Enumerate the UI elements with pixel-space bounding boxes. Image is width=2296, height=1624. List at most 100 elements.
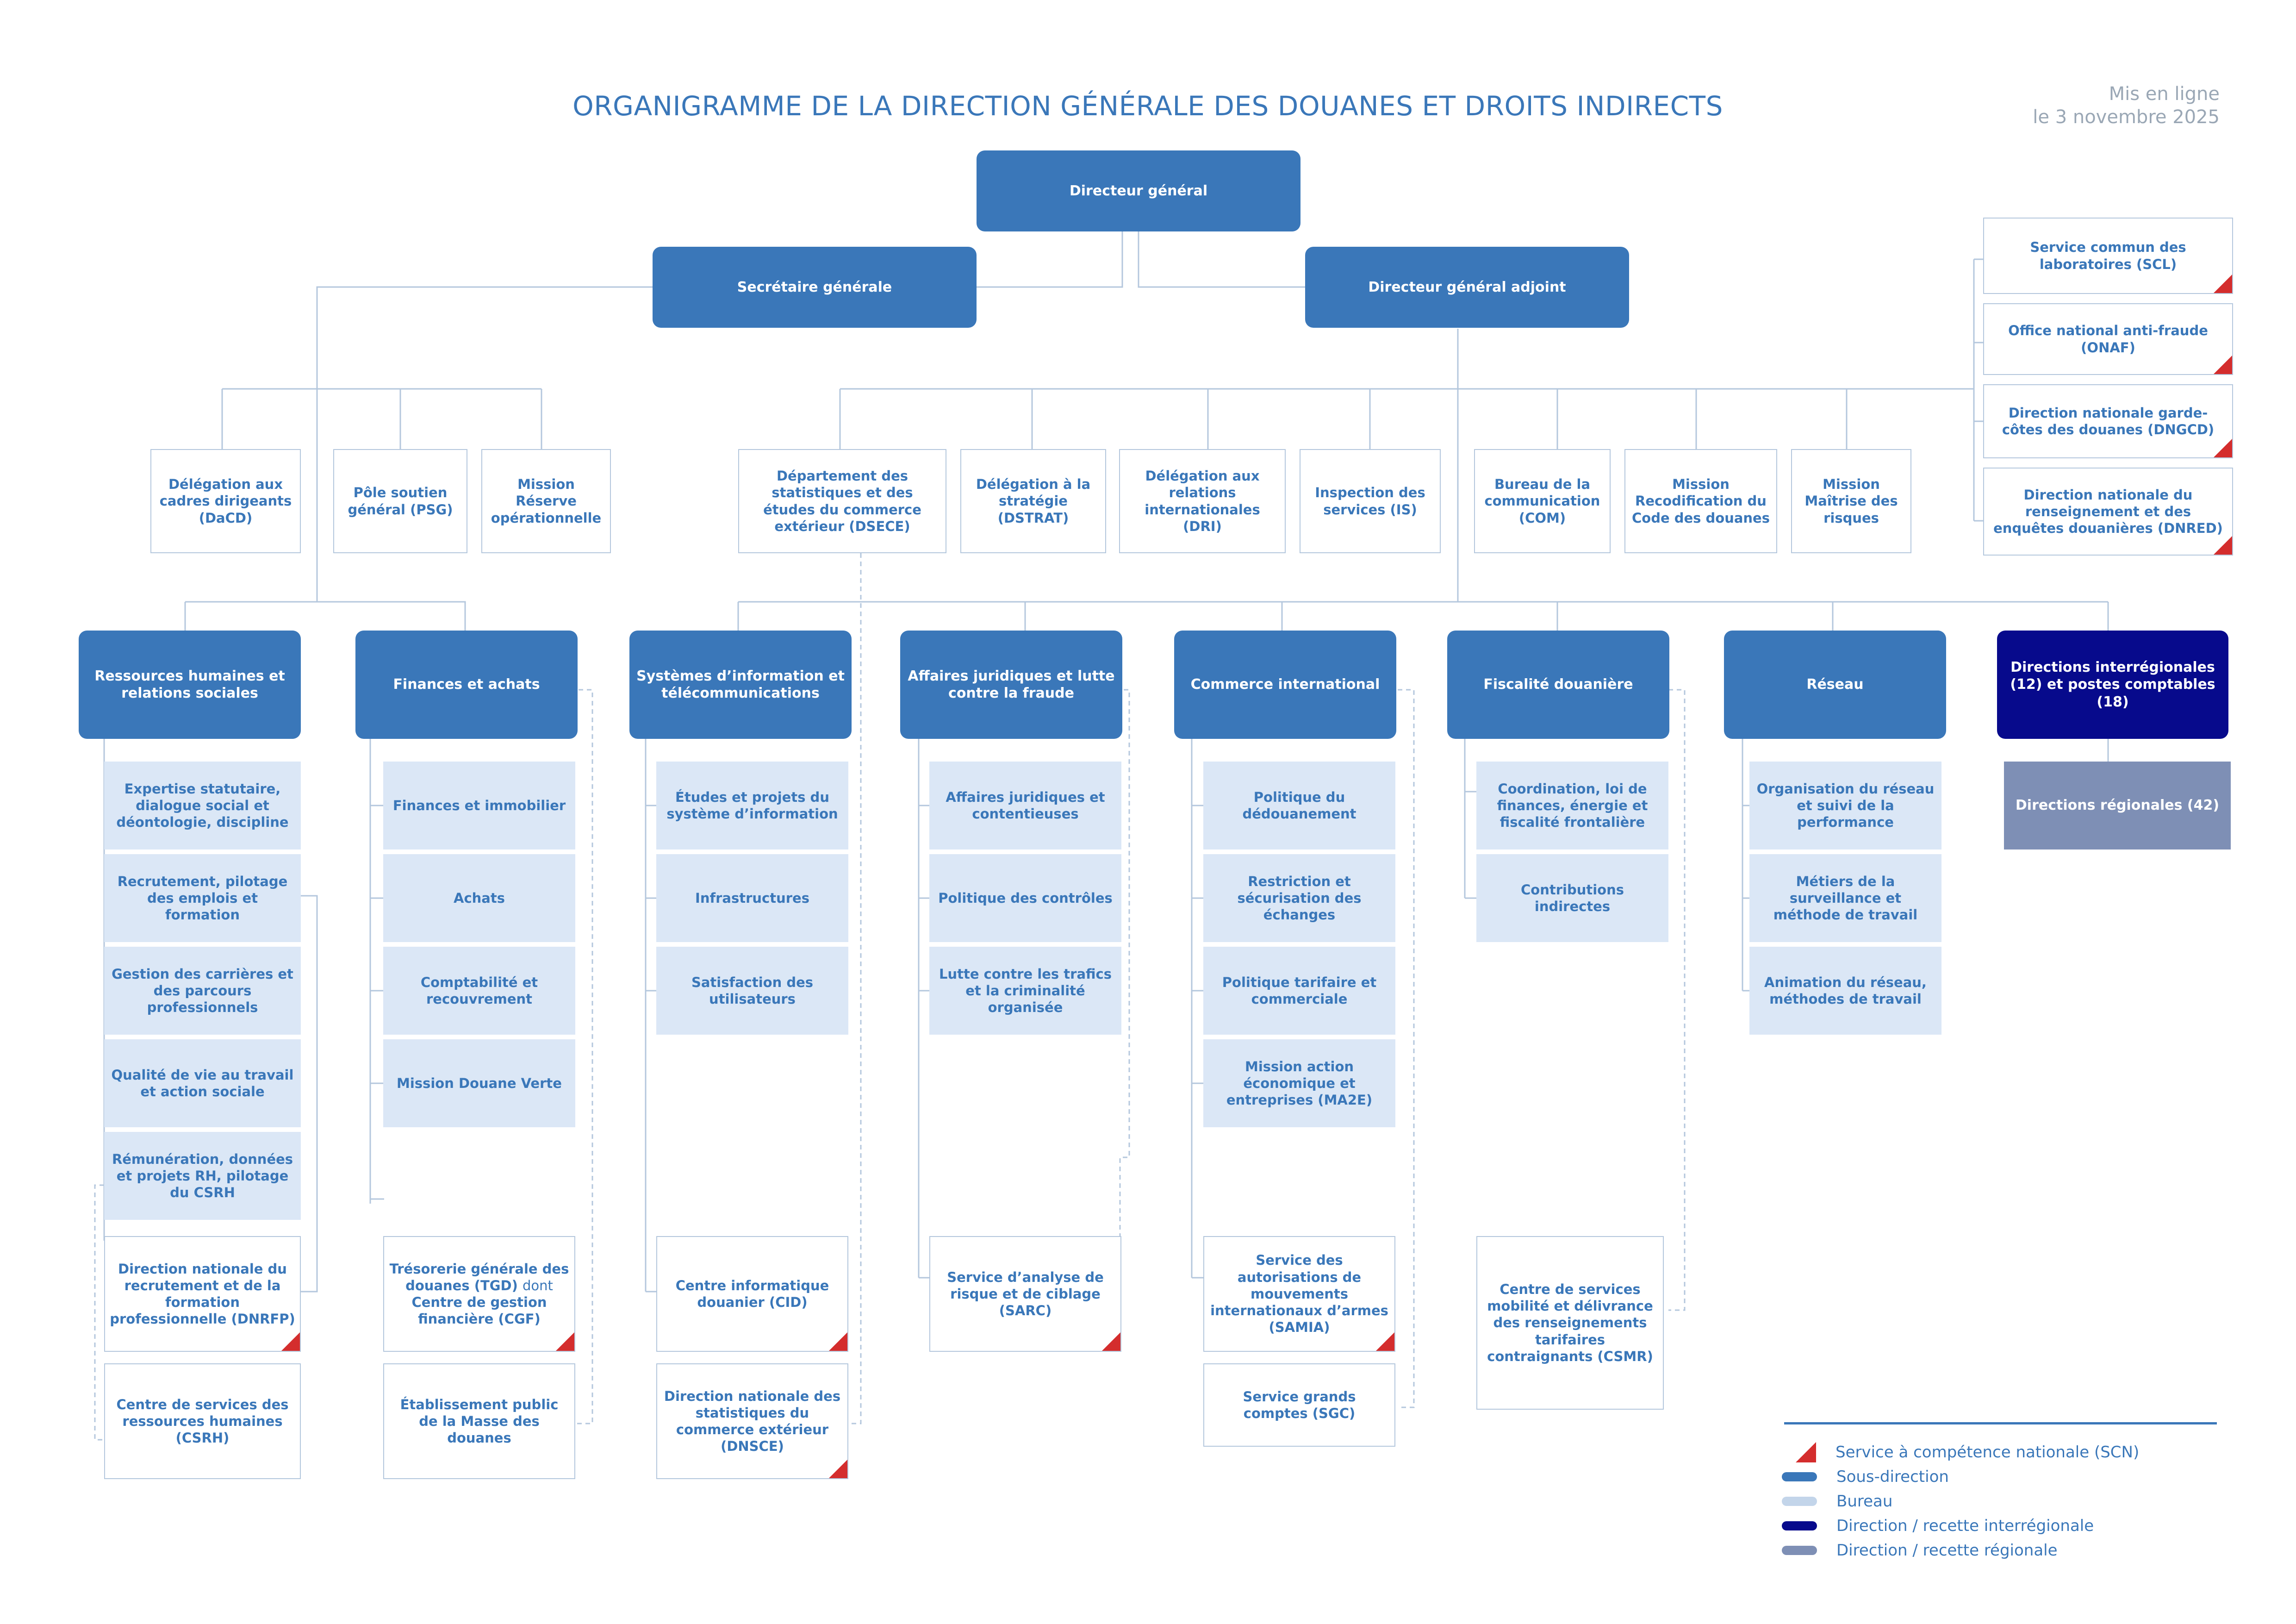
scn-marker-icon — [2214, 536, 2232, 555]
mission-recodification-box: Mission Recodification du Code des douan… — [1624, 449, 1777, 553]
scn-marker-icon — [1376, 1332, 1394, 1351]
masse-douanes-box: Établissement public de la Masse des dou… — [383, 1363, 575, 1479]
publication-label: Mis en ligne — [2109, 83, 2220, 105]
dnrfp-box: Direction nationale du recrutement et de… — [104, 1236, 301, 1352]
com-box: Bureau de la communication (COM) — [1474, 449, 1611, 553]
onaf-box: Office national anti-fraude (ONAF) — [1983, 303, 2233, 375]
dsece-box: Département des statistiques et des étud… — [738, 449, 946, 553]
directeur-general-box: Directeur général — [977, 150, 1300, 231]
ci-bureau-1: Politique du dédouanement — [1203, 762, 1395, 849]
cgf-name: Centre de gestion financière (CGF) — [411, 1294, 547, 1327]
tgd-label: Trésorerie générale des douanes (TGD) do… — [389, 1261, 570, 1328]
rh-bureau-1: Expertise statutaire, dialogue social et… — [104, 762, 301, 849]
dnred-label: Direction nationale du renseignement et … — [1993, 487, 2223, 537]
scn-marker-icon — [556, 1332, 574, 1351]
legend-sous-direction-label: Sous-direction — [1836, 1468, 1949, 1486]
legend-bureau: Bureau — [1782, 1492, 1893, 1511]
dngcd-box: Direction nationale garde-côtes des doua… — [1983, 384, 2233, 458]
legend-scn-label: Service à compétence nationale (SCN) — [1836, 1443, 2140, 1462]
dacd-box: Délégation aux cadres dirigeants (DaCD) — [150, 449, 301, 553]
aj-bureau-1: Affaires juridiques et contentieuses — [929, 762, 1121, 849]
scl-label: Service commun des laboratoires (SCL) — [2030, 239, 2186, 272]
legend-swatch — [1782, 1472, 1817, 1481]
legend-divider — [1784, 1422, 2217, 1424]
sd-aj-box: Affaires juridiques et lutte contre la f… — [900, 631, 1122, 739]
rh-bureau-3: Gestion des carrières et des parcours pr… — [104, 947, 301, 1035]
sd-reseau-box: Réseau — [1724, 631, 1946, 739]
legend-swatch — [1782, 1521, 1817, 1530]
csmr-box: Centre de services mobilité et délivranc… — [1476, 1236, 1664, 1410]
sd-rh-box: Ressources humaines et relations sociale… — [79, 631, 301, 739]
directions-regionales-box: Directions régionales (42) — [2004, 762, 2231, 849]
fin-bureau-2: Achats — [383, 854, 575, 942]
mission-risques-box: Mission Maîtrise des risques — [1791, 449, 1911, 553]
scn-marker-icon — [2214, 356, 2232, 374]
samia-label: Service des autorisations de mouvements … — [1210, 1252, 1388, 1336]
fin-bureau-4: Mission Douane Verte — [383, 1039, 575, 1127]
ci-bureau-3: Politique tarifaire et commerciale — [1203, 947, 1395, 1035]
dri-box: Délégation aux relations internationales… — [1119, 449, 1286, 553]
scn-marker-icon — [281, 1332, 300, 1351]
scn-marker-icon — [829, 1460, 847, 1478]
sd-finances-box: Finances et achats — [355, 631, 578, 739]
legend-swatch — [1782, 1546, 1817, 1555]
dstrat-box: Délégation à la stratégie (DSTRAT) — [960, 449, 1106, 553]
ci-bureau-2: Restriction et sécurisation des échanges — [1203, 854, 1395, 942]
secretaire-generale-box: Secrétaire générale — [653, 247, 977, 328]
legend-regionale: Direction / recette régionale — [1782, 1541, 2058, 1560]
dnred-box: Direction nationale du renseignement et … — [1983, 468, 2233, 556]
sgc-box: Service grands comptes (SGC) — [1203, 1363, 1395, 1447]
publication-date: le 3 novembre 2025 — [2033, 106, 2220, 128]
rh-bureau-2: Recrutement, pilotage des emplois et for… — [104, 854, 301, 942]
dnsce-label: Direction nationale des statistiques du … — [664, 1388, 841, 1455]
dngcd-label: Direction nationale garde-côtes des doua… — [2002, 405, 2215, 437]
reseau-bureau-2: Métiers de la surveillance et méthode de… — [1749, 854, 1941, 942]
scn-marker-icon — [829, 1332, 847, 1351]
legend-bureau-label: Bureau — [1836, 1492, 1893, 1511]
cid-box: Centre informatique douanier (CID) — [656, 1236, 848, 1352]
dnsce-box: Direction nationale des statistiques du … — [656, 1363, 848, 1479]
cid-label: Centre informatique douanier (CID) — [675, 1277, 829, 1310]
legend-sous-direction: Sous-direction — [1782, 1468, 1949, 1486]
scn-marker-icon — [1796, 1442, 1816, 1462]
si-bureau-2: Infrastructures — [656, 854, 848, 942]
tgd-dont: dont — [522, 1277, 553, 1293]
fisc-bureau-1: Coordination, loi de finances, énergie e… — [1476, 762, 1668, 849]
fin-bureau-3: Comptabilité et recouvrement — [383, 947, 575, 1035]
fin-bureau-1: Finances et immobilier — [383, 762, 575, 849]
rh-bureau-5: Rémunération, données et projets RH, pil… — [104, 1132, 301, 1220]
si-bureau-3: Satisfaction des utilisateurs — [656, 947, 848, 1035]
legend-swatch — [1782, 1497, 1817, 1506]
sarc-box: Service d’analyse de risque et de ciblag… — [929, 1236, 1121, 1352]
sd-fiscalite-box: Fiscalité douanière — [1447, 631, 1669, 739]
reseau-bureau-3: Animation du réseau, méthodes de travail — [1749, 947, 1941, 1035]
si-bureau-1: Études et projets du système d’informati… — [656, 762, 848, 849]
scn-marker-icon — [1102, 1332, 1120, 1351]
csrh-box: Centre de services des ressources humain… — [104, 1363, 301, 1479]
is-box: Inspection des services (IS) — [1300, 449, 1441, 553]
onaf-label: Office national anti-fraude (ONAF) — [2008, 323, 2208, 356]
fisc-bureau-2: Contributions indirectes — [1476, 854, 1668, 942]
legend-regionale-label: Direction / recette régionale — [1836, 1541, 2058, 1560]
aj-bureau-2: Politique des contrôles — [929, 854, 1121, 942]
dnrfp-label: Direction nationale du recrutement et de… — [110, 1261, 295, 1327]
tgd-box: Trésorerie générale des douanes (TGD) do… — [383, 1236, 575, 1352]
sarc-label: Service d’analyse de risque et de ciblag… — [947, 1269, 1104, 1319]
scl-box: Service commun des laboratoires (SCL) — [1983, 218, 2233, 294]
scn-marker-icon — [2214, 439, 2232, 457]
scn-marker-icon — [2214, 275, 2232, 293]
legend-scn: Service à compétence nationale (SCN) — [1782, 1442, 2140, 1462]
psg-box: Pôle soutien général (PSG) — [333, 449, 467, 553]
ci-bureau-4: Mission action économique et entreprises… — [1203, 1039, 1395, 1127]
sd-ci-box: Commerce international — [1174, 631, 1396, 739]
reseau-bureau-1: Organisation du réseau et suivi de la pe… — [1749, 762, 1941, 849]
mission-reserve-box: Mission Réserve opérationnelle — [481, 449, 611, 553]
directeur-general-adjoint-box: Directeur général adjoint — [1305, 247, 1629, 328]
samia-box: Service des autorisations de mouvements … — [1203, 1236, 1395, 1352]
aj-bureau-3: Lutte contre les trafics et la criminali… — [929, 947, 1121, 1035]
page-title: ORGANIGRAMME DE LA DIRECTION GÉNÉRALE DE… — [572, 90, 1723, 122]
sd-si-box: Systèmes d’information et télécommunicat… — [629, 631, 852, 739]
directions-interregionales-box: Directions interrégionales (12) et poste… — [1997, 631, 2228, 739]
legend-interregionale-label: Direction / recette interrégionale — [1836, 1517, 2094, 1535]
